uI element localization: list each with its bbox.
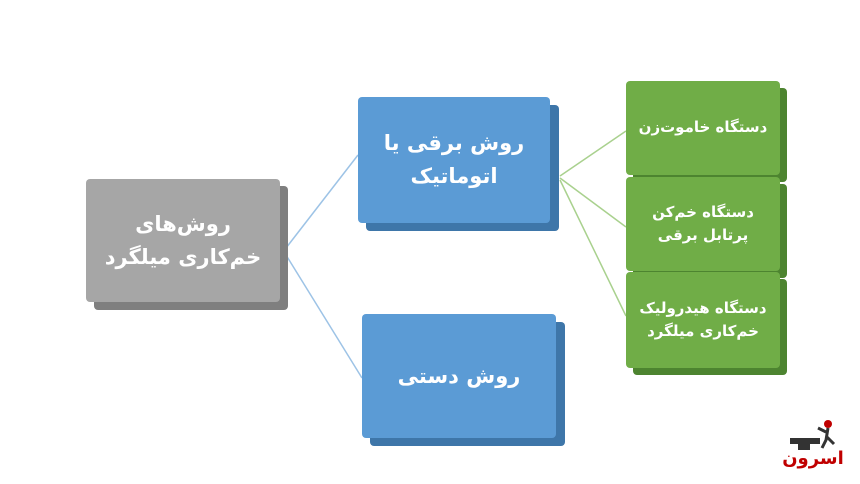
connector-auto-to-leaf-3	[559, 179, 627, 317]
root-node: روش‌های خم‌کاری میلگرد	[86, 179, 290, 311]
anvil-worker-icon	[790, 420, 836, 450]
connector-auto-to-leaf-1	[559, 130, 627, 177]
leaf-node-hydraulic-bender: دستگاه هیدرولیک خم‌کاری میلگرد	[626, 272, 788, 376]
brand-logo-text: اسرون	[782, 448, 844, 469]
leaf-node-hydraulic-bender-label: دستگاه هیدرولیک خم‌کاری میلگرد	[639, 298, 767, 340]
root-node-label: روش‌های خم‌کاری میلگرد	[104, 211, 262, 269]
branch-node-automatic: روش برقی یا اتوماتیک	[358, 97, 560, 233]
connector-auto-to-leaf-2	[559, 177, 627, 228]
connector-root-to-manual	[285, 254, 363, 379]
leaf-node-portable-bender: دستگاه خم‌کن پرتابل برقی	[626, 177, 788, 279]
branch-node-automatic-label: روش برقی یا اتوماتیک	[383, 131, 525, 188]
brand-logo: اسرون	[776, 418, 848, 474]
leaf-node-stirrup-machine-label: دستگاه خاموت‌زن	[638, 118, 768, 137]
leaf-node-stirrup-machine: دستگاه خاموت‌زن	[626, 81, 788, 183]
branch-node-manual: روش دستی	[362, 314, 566, 448]
branch-node-manual-label: روش دستی	[397, 363, 521, 388]
connector-root-to-auto	[285, 154, 359, 249]
leaf-node-portable-bender-label: دستگاه خم‌کن پرتابل برقی	[652, 202, 754, 244]
